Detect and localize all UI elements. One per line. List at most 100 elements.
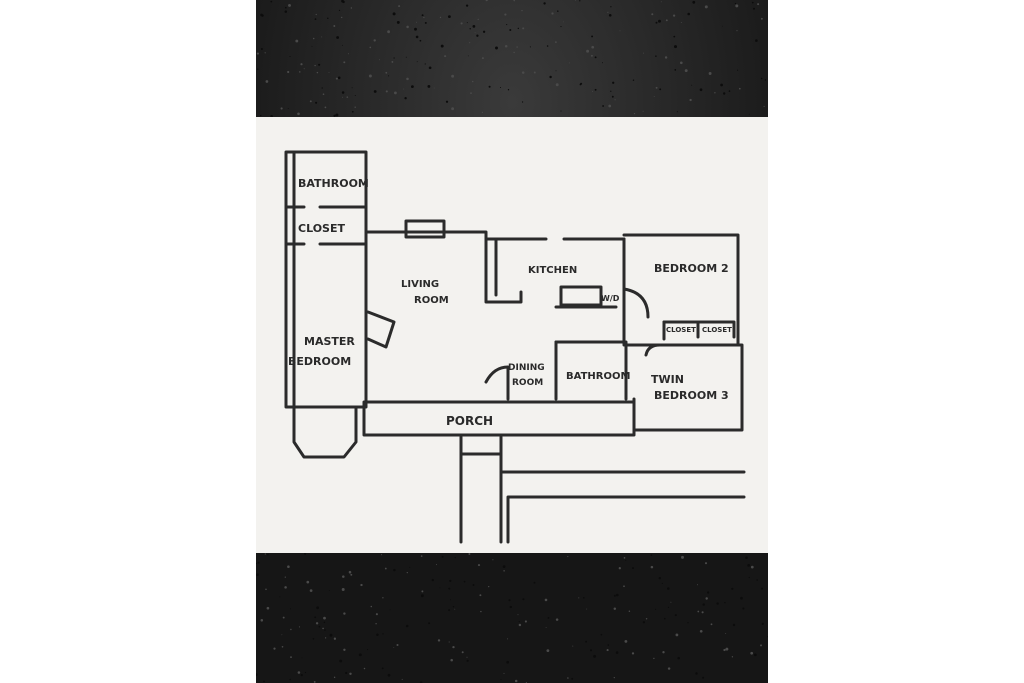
speckle <box>324 637 327 639</box>
living-label-line2: ROOM <box>414 295 449 306</box>
speckle <box>393 568 396 572</box>
speckle <box>714 92 716 94</box>
speckle <box>451 74 455 78</box>
speckle <box>266 606 270 610</box>
speckle <box>518 623 522 627</box>
speckle <box>663 617 666 620</box>
twin-bedroom-outline <box>632 343 744 432</box>
speckle <box>342 44 343 46</box>
speckle <box>414 27 417 31</box>
speckle <box>354 95 356 96</box>
speckle <box>468 553 471 555</box>
speckle <box>731 587 734 590</box>
speckle <box>338 9 341 12</box>
speckle <box>632 567 634 570</box>
speckle <box>363 667 366 670</box>
speckle <box>324 106 327 109</box>
speckle <box>289 608 291 610</box>
speckle <box>301 657 303 659</box>
speckle <box>297 671 301 674</box>
speckle <box>692 0 696 4</box>
speckle <box>555 618 559 621</box>
speckle <box>270 0 273 3</box>
speckle <box>284 586 287 589</box>
speckle <box>628 610 631 612</box>
speckle <box>667 667 671 670</box>
speckle <box>555 70 557 72</box>
speckle <box>568 62 570 64</box>
speckle <box>257 68 259 70</box>
speckle <box>347 53 349 55</box>
speckle <box>467 55 469 57</box>
speckle <box>416 61 418 63</box>
speckle <box>405 56 407 58</box>
speckle <box>394 91 397 95</box>
speckle <box>488 585 490 588</box>
speckle <box>273 647 276 650</box>
speckle <box>751 1 754 4</box>
speckle <box>607 644 610 646</box>
speckle <box>398 5 401 8</box>
speckle <box>454 557 456 559</box>
speckle <box>602 105 604 107</box>
speckle <box>297 112 300 116</box>
speckle <box>335 113 339 117</box>
speckle <box>300 674 303 677</box>
speckle <box>416 21 418 23</box>
speckle <box>586 49 590 53</box>
speckle <box>499 86 502 89</box>
speckle <box>667 587 670 590</box>
speckle <box>610 90 612 92</box>
speckle <box>608 13 612 17</box>
speckle <box>451 107 455 111</box>
speckle <box>522 27 525 30</box>
speckle <box>737 69 739 71</box>
speckle <box>524 620 527 623</box>
speckle <box>437 639 441 642</box>
speckle <box>358 653 362 657</box>
speckle <box>642 110 644 112</box>
bedroom2-label: BEDROOM 2 <box>654 262 729 275</box>
twin-door-swing <box>644 343 662 357</box>
speckle <box>315 13 317 16</box>
speckle <box>653 95 655 97</box>
speckle <box>760 17 763 20</box>
speckle <box>368 74 372 78</box>
speckle <box>448 641 450 643</box>
speckle <box>593 654 597 658</box>
speckle <box>312 638 315 640</box>
speckle <box>516 46 518 48</box>
washer-dryer-box <box>559 285 603 307</box>
speckle <box>433 87 435 89</box>
master-label-line1: MASTER <box>304 335 355 348</box>
speckle <box>509 29 512 31</box>
speckle <box>354 106 356 108</box>
speckle <box>341 91 345 94</box>
speckle <box>586 608 588 610</box>
speckle <box>304 671 307 674</box>
speckle <box>345 671 348 675</box>
speckle <box>403 88 405 90</box>
speckle <box>469 42 471 44</box>
speckle <box>441 555 444 558</box>
speckle <box>748 113 750 115</box>
speckle <box>295 39 299 43</box>
drive-line-2 <box>506 495 746 544</box>
speckle <box>760 77 763 80</box>
speckle <box>370 605 373 608</box>
speckle <box>322 93 325 95</box>
speckle <box>521 9 523 12</box>
speckle <box>265 80 269 83</box>
speckle <box>753 653 757 657</box>
speckle <box>281 634 283 636</box>
speckle <box>705 597 708 600</box>
speckle <box>680 22 682 23</box>
speckle <box>761 622 764 626</box>
speckle <box>333 637 337 640</box>
speckle <box>557 10 559 12</box>
speckle <box>333 25 336 27</box>
speckle <box>611 95 614 98</box>
speckle <box>653 657 655 660</box>
speckle <box>321 87 323 89</box>
speckle <box>460 22 463 25</box>
